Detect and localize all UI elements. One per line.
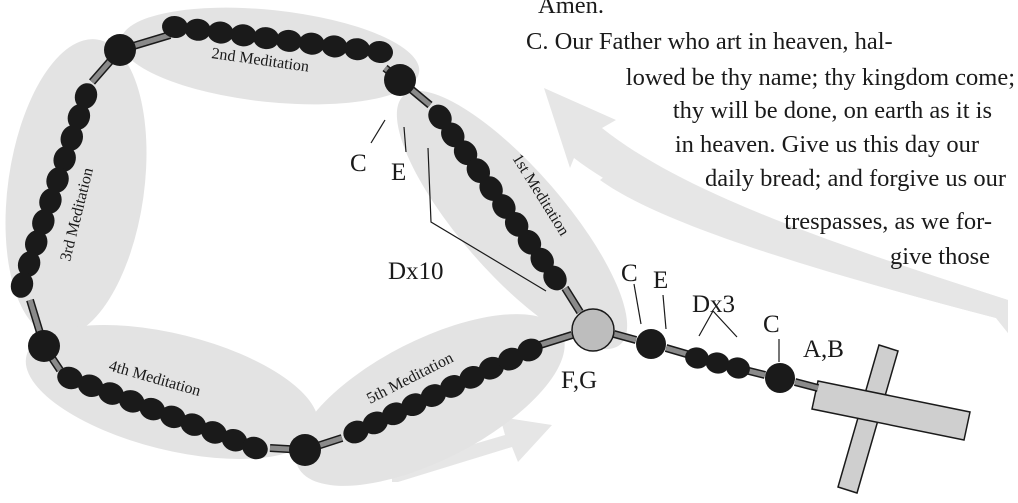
our-father-bead-3 [28,330,60,362]
our-father-bead-1 [384,64,416,96]
decade-2-bead-5 [253,27,280,50]
decade-5-bead-10 [517,338,543,362]
decade-2-bead-6 [275,29,302,52]
decade-4-bead-8 [201,421,227,444]
decade-3-bead-6 [39,188,62,214]
decade-3-bead-2 [67,104,91,130]
decade-4-bead-4 [118,390,145,413]
decade-3-bead-5 [46,167,69,193]
prayer-line-7: give those [889,243,990,270]
callout-e-mid-line [662,294,667,330]
callout-dx10-line [427,147,547,292]
link-c4 [794,379,819,391]
intro-bead-3 [726,357,750,379]
decade-4-bead-6 [160,405,186,429]
decade-4-bead-9 [221,428,248,452]
decade-1-bead-2 [441,122,465,148]
prayer-line-3: thy will be done, on earth as it is [672,97,992,124]
callout-c-top-line [370,119,386,144]
decade-3-bead-1 [74,83,98,109]
decade-3-bead-7 [32,209,55,235]
label-dx3: Dx3 [692,291,735,318]
intro-bead-2 [705,352,730,374]
decade-5-bead-8 [478,356,504,380]
decade-1-bead-7 [504,211,529,237]
label-dx10: Dx10 [388,258,444,285]
link-c1 [613,331,637,343]
label-ab: A,B [803,336,844,363]
decade-3-bead-10 [10,272,34,298]
decade-4-bead-3 [98,382,124,405]
decade-3-bead-3 [60,125,83,151]
decade-2-bead-4 [230,24,257,47]
prayer-line-2: lowed be thy name; thy kingdom come; [625,64,1015,91]
label-fg: F,G [561,367,597,394]
our-father-bead-5 [636,329,666,359]
decade-5-bead-4 [401,393,427,417]
label-e-top: E [391,159,406,186]
decade-2-bead-7 [298,32,325,55]
decade-3-bead-4 [53,146,76,172]
intro-bead-1 [685,347,709,369]
bead-labels: C E Dx10 C E Dx3 C A,B F,G [350,150,844,394]
prayer-line-4: in heaven. Give us this day our [674,131,979,158]
cross-horizontal-beam [811,380,971,441]
decade-2-bead-10 [367,40,393,64]
decade-2-bead-3 [207,21,234,44]
decade-5-bead-2 [362,411,388,435]
center-medal [571,308,615,352]
decade-1-bead-10 [543,265,567,291]
decade-1-bead-5 [479,176,503,201]
decade-2-bead-8 [321,35,348,58]
callout-c-mid-line [633,283,642,325]
region-4th-meditation [25,325,319,459]
decade-4-bead-7 [180,413,207,436]
decade-4-bead-2 [77,374,104,398]
decade-2-bead-2 [184,18,211,41]
decade-1-bead-6 [492,194,516,219]
decade-1-bead-8 [517,229,542,255]
decade-1-bead-9 [530,247,554,273]
link-5b [539,332,573,348]
decade-5-bead-6 [440,375,466,398]
decade-4-bead-1 [57,366,83,390]
decade-2-bead-9 [344,38,371,61]
link-1b [562,286,583,314]
decade-1-bead-4 [466,158,491,184]
label-c-top: C [350,150,367,177]
crucifix [811,344,971,494]
decade-5-bead-9 [498,347,524,371]
our-father-bead-6 [765,363,795,393]
decade-3-bead-9 [17,251,41,277]
callout-dx3-line [698,309,738,338]
flow-arrow-lower [392,417,552,482]
prayer-amen: Amen. [538,0,604,19]
prayer-line-6: trespasses, as we for- [784,208,992,235]
decade-5-bead-1 [343,420,369,444]
decade-5-bead-7 [459,365,485,389]
label-e-mid: E [653,267,668,294]
decade-3-bead-8 [25,230,48,256]
region-3rd-meditation [5,39,147,337]
decade-4-bead-5 [139,397,165,421]
our-father-bead-2 [104,34,136,66]
label-c-mid: C [621,260,638,287]
flow-arrow-upper-overlay [600,160,1008,333]
decade-5-bead-3 [382,402,408,426]
callout-e-top-line [403,126,407,153]
decade-1-bead-3 [453,140,478,166]
rosary-beads [10,15,795,466]
prayer-line-5: daily bread; and forgive us our [705,165,1006,192]
decade-5-bead-5 [420,384,446,407]
callout-lines [370,119,780,362]
decade-1-bead-1 [428,104,452,130]
prayer-line-1: C. Our Father who art in heaven, hal- [526,28,893,55]
label-c-low: C [763,311,780,338]
our-father-bead-4 [289,434,321,466]
decade-2-bead-1 [162,15,188,39]
decade-4-bead-10 [242,436,268,460]
